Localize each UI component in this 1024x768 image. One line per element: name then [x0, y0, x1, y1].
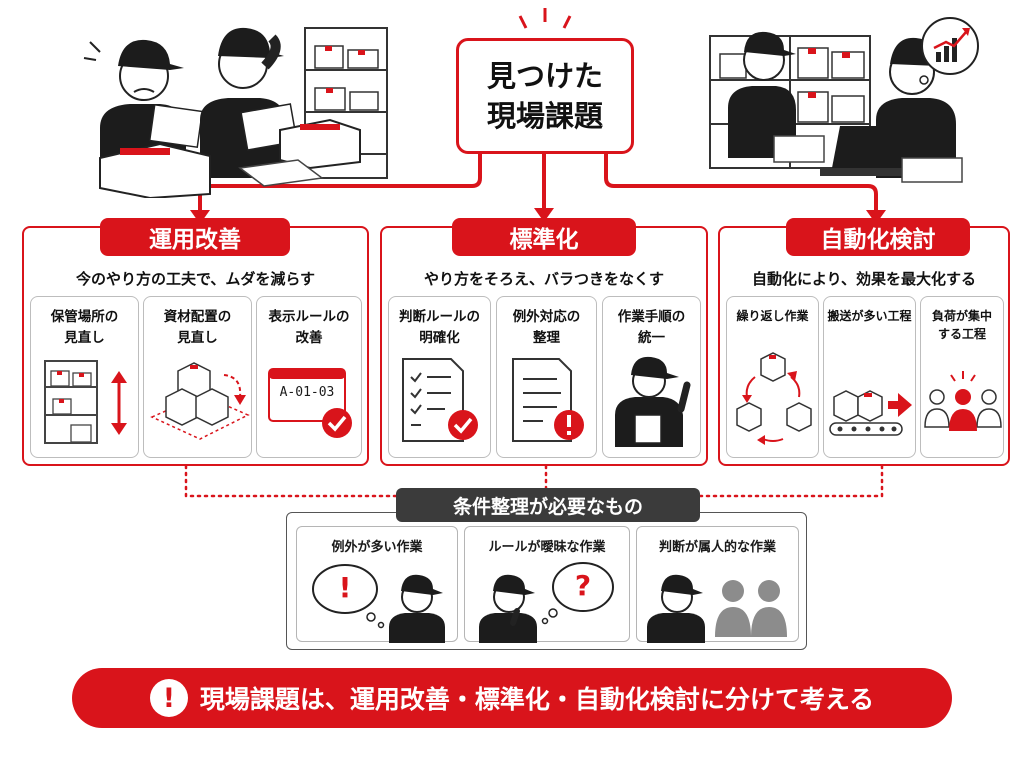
card-material-layout: 資材配置の見直し	[143, 296, 252, 458]
cond-label: 判断が属人的な作業	[658, 540, 776, 555]
card-label-line: 改善	[295, 330, 323, 346]
conditions-tag: 条件整理が必要なもの	[396, 488, 700, 522]
category-tag-automation: 自動化検討	[786, 218, 970, 256]
cond-card-person-dependent: 判断が属人的な作業	[636, 526, 799, 643]
checklist-icon	[402, 358, 478, 442]
card-label-line: 負荷が集中	[931, 309, 992, 323]
cond-card-many-exceptions: 例外が多い作業 !	[296, 526, 458, 643]
category-subtitle-standardization: やり方をそろえ、バラつきをなくす	[423, 270, 664, 288]
confused-workers-illustration	[83, 27, 388, 198]
worker-pointing-icon	[615, 356, 691, 447]
card-label-line: 整理	[533, 330, 560, 346]
card-label-line: 表示ルールの	[268, 309, 350, 325]
card-label-line: 例外対応の	[512, 309, 581, 325]
category-tag-operation: 運用改善	[100, 218, 290, 256]
issues-title-box: 見つけた 現場課題	[456, 38, 634, 154]
exclamation-mark: !	[338, 571, 352, 604]
cond-card-ambiguous-rules: ルールが曖昧な作業 ?	[464, 526, 630, 643]
card-label-line: 繰り返し作業	[736, 309, 809, 323]
card-transport-process: 搬送が多い工程	[823, 296, 916, 458]
card-label-line: 資材配置の	[163, 309, 232, 325]
card-repetitive-work: 繰り返し作業	[726, 296, 819, 458]
people-load-icon	[924, 371, 1002, 431]
card-label-line: 判断ルールの	[399, 309, 480, 325]
card-load-concentration: 負荷が集中する工程	[920, 296, 1004, 458]
card-label-line: 明確化	[419, 330, 460, 346]
conveyor-icon	[829, 390, 912, 436]
category-tag-standardization: 標準化	[452, 218, 636, 256]
summary-text: 現場課題は、運用改善・標準化・自動化検討に分けて考える	[199, 685, 875, 714]
card-storage-review: 保管場所の見直し	[30, 296, 139, 458]
category-subtitle-operation: 今のやり方の工夫で、ムダを減らす	[75, 270, 316, 288]
card-label-line: する工程	[937, 327, 986, 341]
card-exception-handling: 例外対応の整理	[496, 296, 597, 458]
card-label-line: 作業手順の	[617, 309, 686, 325]
location-code-text: A-01-03	[279, 385, 335, 400]
card-label-line: 保管場所の	[50, 309, 119, 325]
warehouse-analysis-illustration	[709, 17, 979, 183]
card-label-line: 見直し	[177, 330, 218, 346]
location-label-icon	[268, 368, 352, 438]
summary-banner: ! 現場課題は、運用改善・標準化・自動化検討に分けて考える	[72, 668, 952, 728]
cond-label: 例外が多い作業	[331, 540, 423, 555]
person-dependent-icon	[647, 574, 787, 643]
alert-rays	[518, 8, 572, 29]
title-line-1: 見つけた	[486, 59, 603, 93]
cycle-boxes-icon	[736, 352, 812, 445]
shelf-icon	[44, 360, 127, 444]
title-line-2: 現場課題	[486, 99, 603, 133]
card-label-line: 統一	[638, 330, 665, 346]
thinking-worker-icon	[479, 562, 614, 643]
card-label-line: 搬送が多い工程	[827, 309, 912, 323]
boxes-layout-icon	[150, 362, 250, 440]
card-label-rule: 表示ルールの改善 A-01-03	[256, 296, 362, 458]
card-procedure-unification: 作業手順の統一	[602, 296, 701, 458]
alert-icon: !	[149, 679, 188, 717]
question-mark: ?	[574, 569, 592, 602]
card-label-line: 見直し	[64, 330, 105, 346]
card-decision-rules: 判断ルールの明確化	[388, 296, 491, 458]
cond-label: ルールが曖昧な作業	[488, 540, 606, 555]
thought-bubble-icon	[312, 564, 445, 643]
document-alert-icon	[512, 358, 584, 442]
category-subtitle-automation: 自動化により、効果を最大化する	[751, 270, 977, 288]
